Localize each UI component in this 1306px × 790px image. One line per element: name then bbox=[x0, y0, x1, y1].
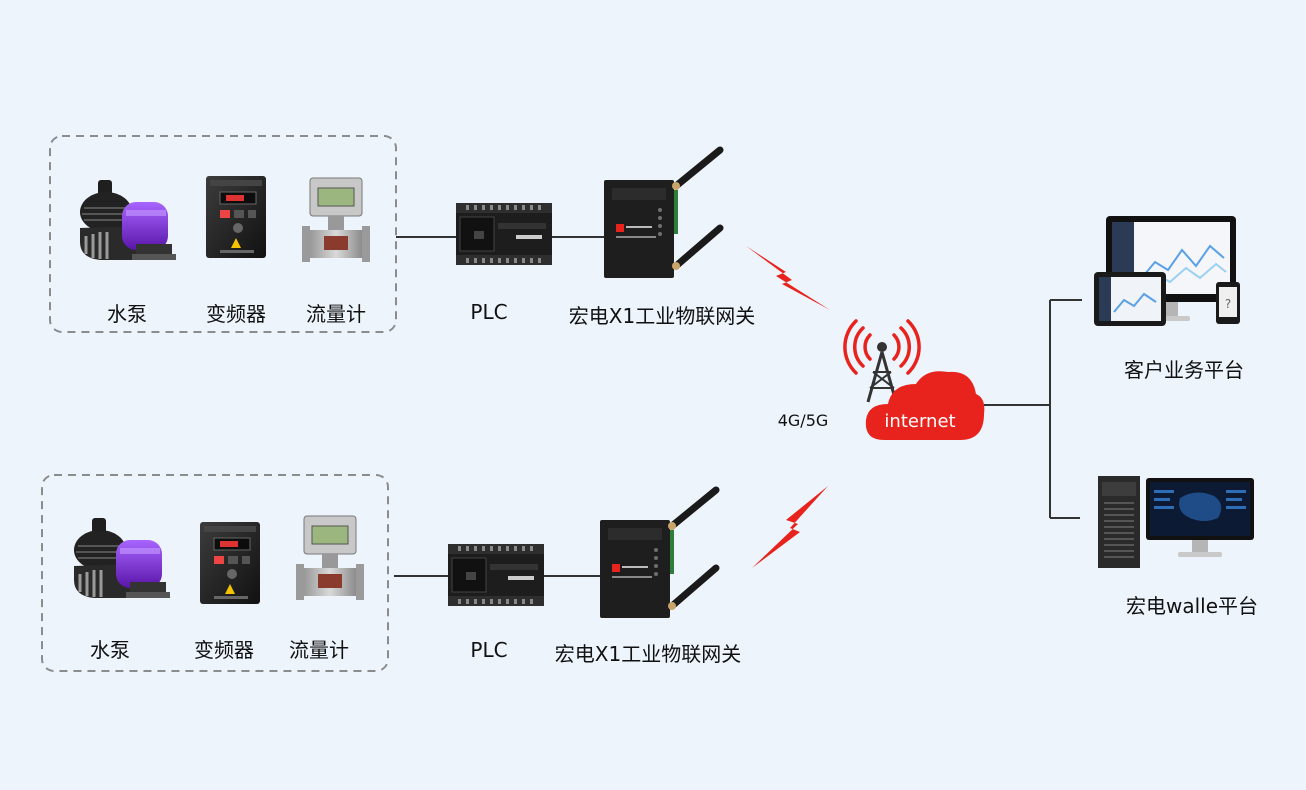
internet-cloud-icon bbox=[865, 371, 985, 440]
gateway-icon-2 bbox=[600, 490, 716, 618]
water-pump-icon-1 bbox=[78, 178, 178, 262]
inverter-icon-1 bbox=[205, 175, 267, 259]
inverter-label-2: 变频器 bbox=[194, 638, 254, 662]
wireless-bolt-icon-1 bbox=[746, 246, 830, 310]
gateway-label-2: 宏电X1工业物联网关 bbox=[554, 642, 742, 666]
walle-platform-label: 宏电walle平台 bbox=[1125, 594, 1259, 618]
inverter-icon-2 bbox=[199, 521, 261, 605]
network-type-label: 4G/5G bbox=[777, 411, 829, 430]
device-group-box-2 bbox=[41, 474, 389, 672]
customer-devices-icon: ? bbox=[1094, 216, 1240, 326]
cloud-label: internet bbox=[884, 411, 955, 432]
customer-platform-label: 客户业务平台 bbox=[1124, 358, 1244, 382]
gateway-label-1: 宏电X1工业物联网关 bbox=[568, 304, 756, 328]
flowmeter-icon-1 bbox=[301, 177, 371, 263]
svg-text:?: ? bbox=[1225, 297, 1231, 311]
pump-label-1: 水泵 bbox=[107, 302, 147, 326]
water-pump-icon-2 bbox=[72, 516, 172, 600]
device-group-box-1 bbox=[49, 135, 397, 333]
inverter-label-1: 变频器 bbox=[206, 302, 266, 326]
plc-icon-1 bbox=[455, 202, 553, 266]
flowmeter-label-2: 流量计 bbox=[289, 638, 349, 662]
plc-icon-2 bbox=[447, 543, 545, 607]
wireless-bolt-icon-2 bbox=[752, 486, 828, 568]
walle-devices-icon bbox=[1098, 476, 1254, 568]
flowmeter-icon-2 bbox=[295, 515, 365, 601]
pump-label-2: 水泵 bbox=[90, 638, 130, 662]
connector-tree bbox=[984, 299, 1082, 519]
plc-label-2: PLC bbox=[470, 638, 508, 662]
gateway-icon-1 bbox=[604, 150, 720, 278]
plc-label-1: PLC bbox=[470, 300, 508, 324]
flowmeter-label-1: 流量计 bbox=[306, 302, 366, 326]
